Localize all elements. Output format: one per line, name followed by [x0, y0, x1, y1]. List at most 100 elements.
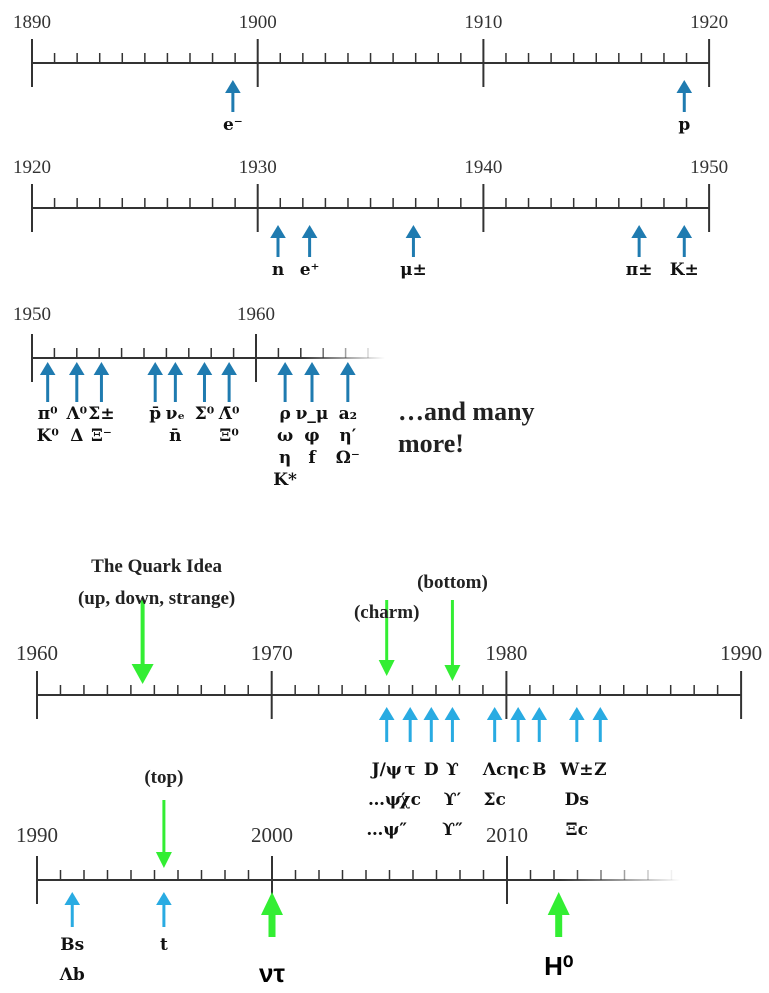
discovery-arrow-icon [510, 707, 526, 742]
particle-label: e⁻ [223, 115, 243, 135]
particle-label: Ξ⁰ [219, 426, 238, 446]
particle-label: Σc [483, 790, 505, 810]
theory-prediction-arrow-icon [155, 800, 172, 868]
discovery-arrow-icon [486, 707, 503, 742]
particle-label: n̄ [169, 426, 181, 446]
discovery-arrow-icon [405, 225, 422, 257]
particle-label: νₑ [166, 404, 185, 424]
discovery-arrow-icon [531, 707, 548, 742]
particle-label: π⁰ [38, 404, 58, 424]
particle-label: ω [277, 426, 293, 446]
theory-prediction-arrow-icon [378, 600, 395, 676]
and-many-more-note: …and many [398, 397, 535, 426]
particle-label: χc [399, 790, 421, 810]
particle-label: η′ [339, 426, 356, 446]
discovery-arrow-icon [569, 707, 585, 742]
major-particle-label: H⁰ [544, 951, 573, 981]
particle-label: Ξ⁻ [91, 426, 112, 446]
particle-label: K± [670, 260, 699, 280]
particle-label: Λc [482, 760, 507, 780]
particle-label: e⁺ [300, 260, 320, 280]
discovery-arrow-icon [444, 707, 461, 742]
year-label: 2010 [486, 823, 528, 847]
particle-label: ϒ [446, 760, 459, 780]
particle-label: η [279, 448, 291, 468]
discovery-arrow-icon [423, 707, 440, 742]
discovery-arrow-icon [277, 362, 293, 402]
particle-label: Z [594, 760, 606, 780]
theory-prediction-arrow-icon [444, 600, 461, 681]
particle-label: W± [559, 760, 593, 780]
particle-label: Ξc [566, 820, 588, 840]
discovery-arrow-icon [304, 362, 320, 402]
particle-label: Bs [60, 935, 84, 955]
particle-label: Σ⁰ [195, 404, 214, 424]
discovery-arrow-icon [340, 362, 356, 402]
year-label: 1920 [13, 157, 51, 178]
discovery-arrow-icon [69, 362, 85, 402]
discovery-arrow-icon [270, 225, 286, 257]
discovery-arrow-icon [39, 362, 56, 402]
particle-label: π± [626, 260, 653, 280]
particle-label: …ψ′ [368, 790, 406, 810]
discovery-arrow-icon [147, 362, 163, 402]
particle-label: ϒ″ [442, 820, 463, 840]
year-label: 1930 [239, 157, 277, 178]
particle-label: Λb [59, 965, 85, 985]
year-label: 1980 [485, 641, 527, 665]
particle-label: f [308, 448, 317, 468]
year-label: 1960 [237, 304, 275, 325]
major-discovery-arrow-icon [261, 892, 283, 937]
year-label: 1990 [720, 641, 762, 665]
particle-label: …ψ″ [366, 820, 407, 840]
particle-label: B [532, 760, 546, 780]
year-label: 1940 [464, 157, 502, 178]
particle-label: Λ̄⁰ [218, 404, 240, 424]
particle-label: p [678, 115, 690, 135]
particle-label: K* [273, 470, 297, 490]
discovery-arrow-icon [631, 225, 647, 257]
discovery-arrow-icon [167, 362, 184, 402]
year-label: 1970 [251, 641, 293, 665]
discovery-arrow-icon [676, 80, 693, 112]
theory-label: (bottom) [417, 572, 488, 593]
year-label: 1960 [16, 641, 58, 665]
particle-label: t [160, 935, 168, 955]
discovery-arrow-icon [196, 362, 213, 402]
particle-label: Δ [70, 426, 83, 446]
particle-label: μ± [400, 260, 427, 280]
discovery-arrow-icon [378, 707, 395, 742]
particle-label: Λ⁰ [65, 404, 87, 424]
particle-label: τ [404, 760, 415, 780]
year-label: 2000 [251, 823, 293, 847]
discovery-arrow-icon [402, 707, 418, 742]
year-label: 1900 [239, 12, 277, 33]
particle-label: ν_μ [296, 404, 329, 424]
particle-label: Σ± [88, 404, 114, 424]
theory-label: (charm) [354, 602, 419, 623]
particle-label: Ω⁻ [336, 448, 360, 468]
discovery-arrow-icon [225, 80, 241, 112]
particle-label: J/ψ [370, 760, 402, 780]
major-discovery-arrow-icon [547, 892, 570, 937]
particle-label: ηc [507, 760, 530, 780]
particle-label: K⁰ [37, 426, 59, 446]
year-label: 1950 [13, 304, 51, 325]
year-label: 1990 [16, 823, 58, 847]
particle-label: p̄ [149, 404, 161, 424]
major-particle-label: ντ [259, 958, 285, 988]
particle-label: φ [304, 426, 319, 446]
theory-label: (up, down, strange) [78, 588, 235, 609]
discovery-arrow-icon [64, 892, 81, 927]
discovery-arrow-icon [592, 707, 609, 742]
particle-label: n [272, 260, 284, 280]
year-label: 1910 [464, 12, 502, 33]
particle-label: ϒ′ [444, 790, 462, 810]
particle-label: a₂ [339, 404, 357, 424]
